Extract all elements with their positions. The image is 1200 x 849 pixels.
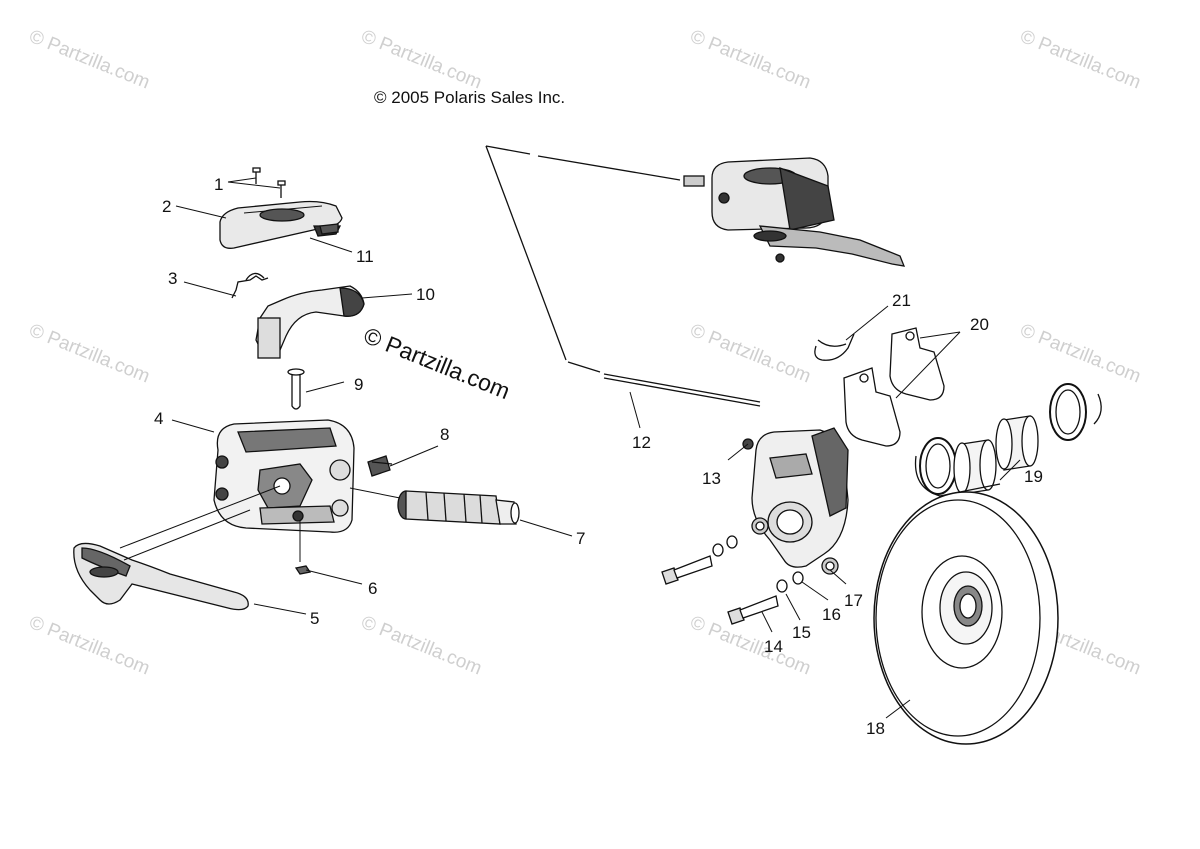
part-lever [73,542,249,611]
callout-9: 9 [354,375,363,394]
callout-21: 21 [892,291,911,310]
part-piston [397,490,520,525]
part-clip [294,565,312,575]
part-brake-line [485,145,761,407]
callout-10: 10 [416,285,435,304]
callout-18: 18 [866,719,885,738]
leader-lines [119,177,1021,719]
part-screws [252,167,286,198]
part-master-cylinder [213,419,355,533]
part-bolts-washers [661,535,804,625]
part-spring [231,272,269,299]
callout-14: 14 [764,637,783,656]
part-bracket [367,455,393,477]
part-tab [319,223,339,235]
callout-19: 19 [1024,467,1043,486]
part-master-cylinder-assembly [711,157,906,267]
callout-16: 16 [822,605,841,624]
callout-1: 1 [214,175,223,194]
callout-15: 15 [792,623,811,642]
callout-6: 6 [368,579,377,598]
callout-11: 11 [356,247,374,266]
part-brake-pads [843,327,945,447]
callout-20: 20 [970,315,989,334]
callout-17: 17 [844,591,863,610]
part-caliper-seals [914,383,1102,497]
part-caliper [751,427,849,575]
callout-12: 12 [632,433,651,452]
callout-8: 8 [440,425,449,444]
callout-7: 7 [576,529,585,548]
part-cover [219,200,343,249]
part-retaining-pin [814,333,855,361]
part-brake-rotor [873,491,1059,745]
callout-5: 5 [310,609,319,628]
copyright-text: © 2005 Polaris Sales Inc. [374,88,566,107]
callout-2: 2 [162,197,171,216]
callout-13: 13 [702,469,721,488]
callout-4: 4 [154,409,163,428]
callout-3: 3 [168,269,177,288]
part-pin [287,368,305,410]
part-lever-arm [255,285,365,359]
